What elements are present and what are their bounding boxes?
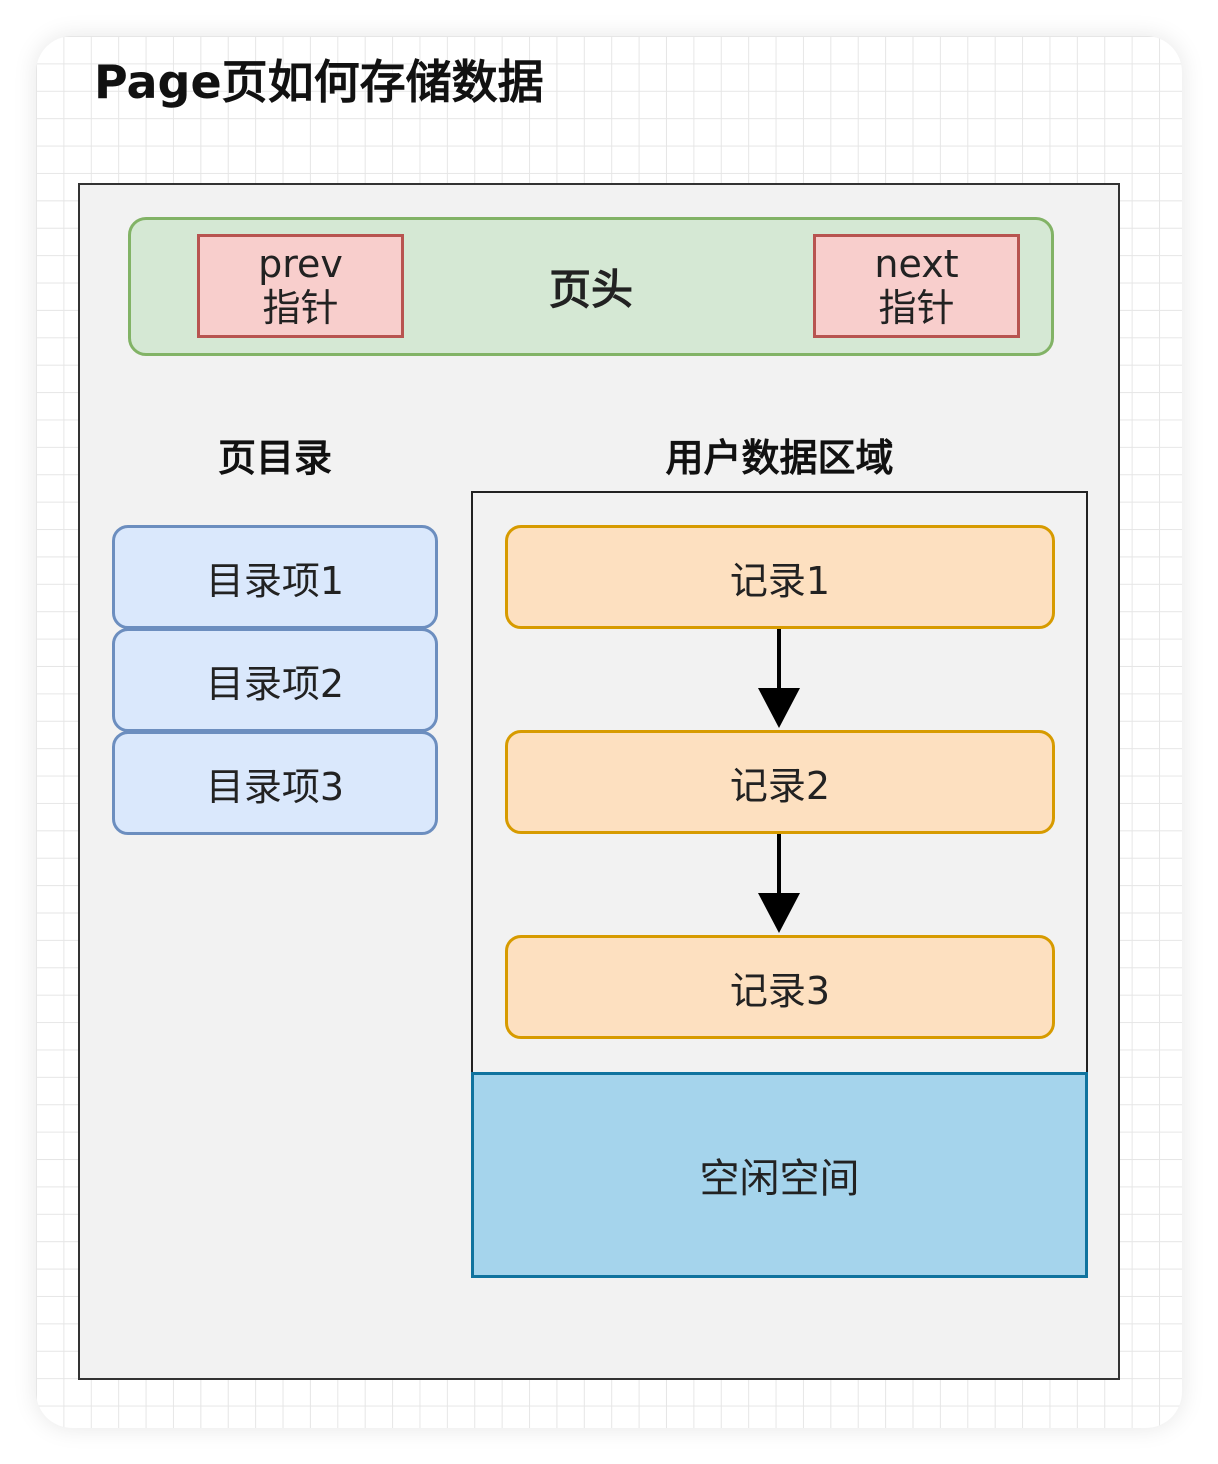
free-space: 空闲空间 [471, 1072, 1088, 1278]
user-data-label: 用户数据区域 [665, 436, 894, 480]
prev-pointer-line2: 指针 [262, 286, 339, 330]
directory-item: 目录项1 [112, 525, 438, 629]
arrow-head-2-3 [758, 893, 800, 933]
free-space-label: 空闲空间 [699, 1156, 860, 1202]
record: 记录1 [505, 525, 1055, 629]
directory-item: 目录项2 [112, 628, 438, 732]
directory-item: 目录项3 [112, 731, 438, 835]
next-pointer-line2: 指针 [878, 286, 955, 330]
arrow-head-1-2 [758, 688, 800, 728]
record: 记录3 [505, 935, 1055, 1039]
next-pointer: next 指针 [813, 234, 1020, 338]
prev-pointer-line1: prev [258, 242, 343, 286]
directory-label: 页目录 [217, 436, 332, 480]
page-header-label: 页头 [548, 265, 633, 314]
diagram-title: Page页如何存储数据 [94, 55, 544, 109]
next-pointer-line1: next [874, 242, 959, 286]
prev-pointer: prev 指针 [197, 234, 404, 338]
record: 记录2 [505, 730, 1055, 834]
